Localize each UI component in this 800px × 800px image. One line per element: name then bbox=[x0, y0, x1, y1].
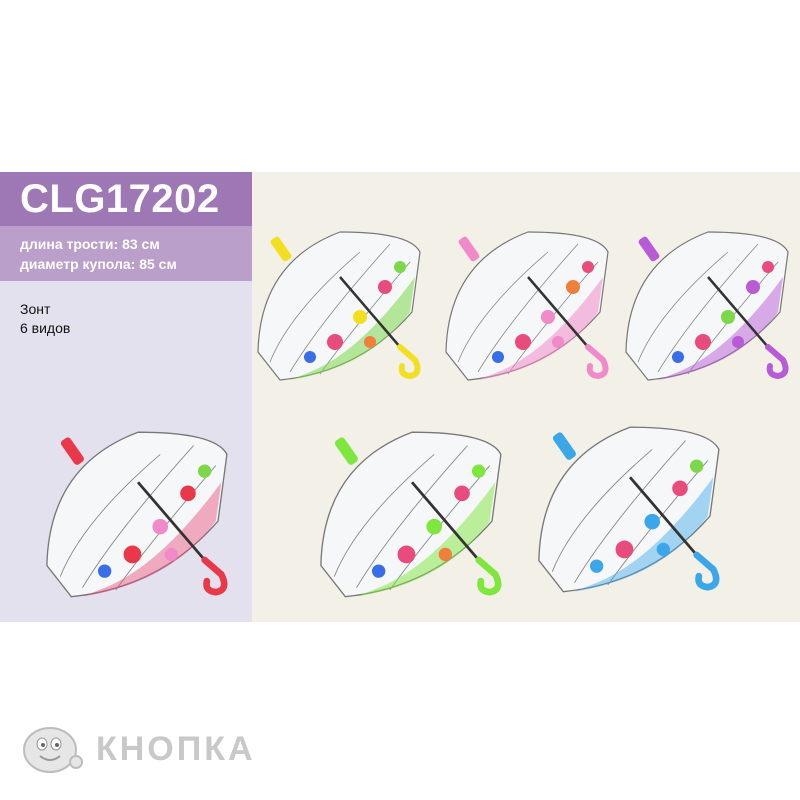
product-sku: CLG17202 bbox=[20, 177, 220, 221]
spec-canopy-diameter: диаметр купола: 85 см bbox=[20, 256, 177, 272]
umbrella-blue bbox=[538, 426, 720, 593]
specs-band: длина трости: 83 см диаметр купола: 85 с… bbox=[0, 226, 252, 281]
info-panel: CLG17202 длина трости: 83 см диаметр куп… bbox=[0, 172, 252, 622]
umbrella-green bbox=[320, 431, 502, 598]
button-mascot-icon bbox=[23, 727, 83, 773]
title-band: CLG17202 bbox=[0, 172, 252, 226]
umbrella-pink bbox=[445, 231, 609, 381]
umbrella-yellow bbox=[257, 231, 421, 381]
product-type: Зонт bbox=[20, 301, 51, 317]
brand-name: КНОПКА bbox=[96, 730, 256, 768]
spec-cane-length: длина трости: 83 см bbox=[20, 236, 160, 252]
variant-count: 6 видов bbox=[20, 320, 71, 336]
brand-logo: КНОПКА bbox=[18, 718, 258, 782]
umbrella-red bbox=[46, 431, 228, 598]
umbrella-purple bbox=[625, 231, 789, 381]
